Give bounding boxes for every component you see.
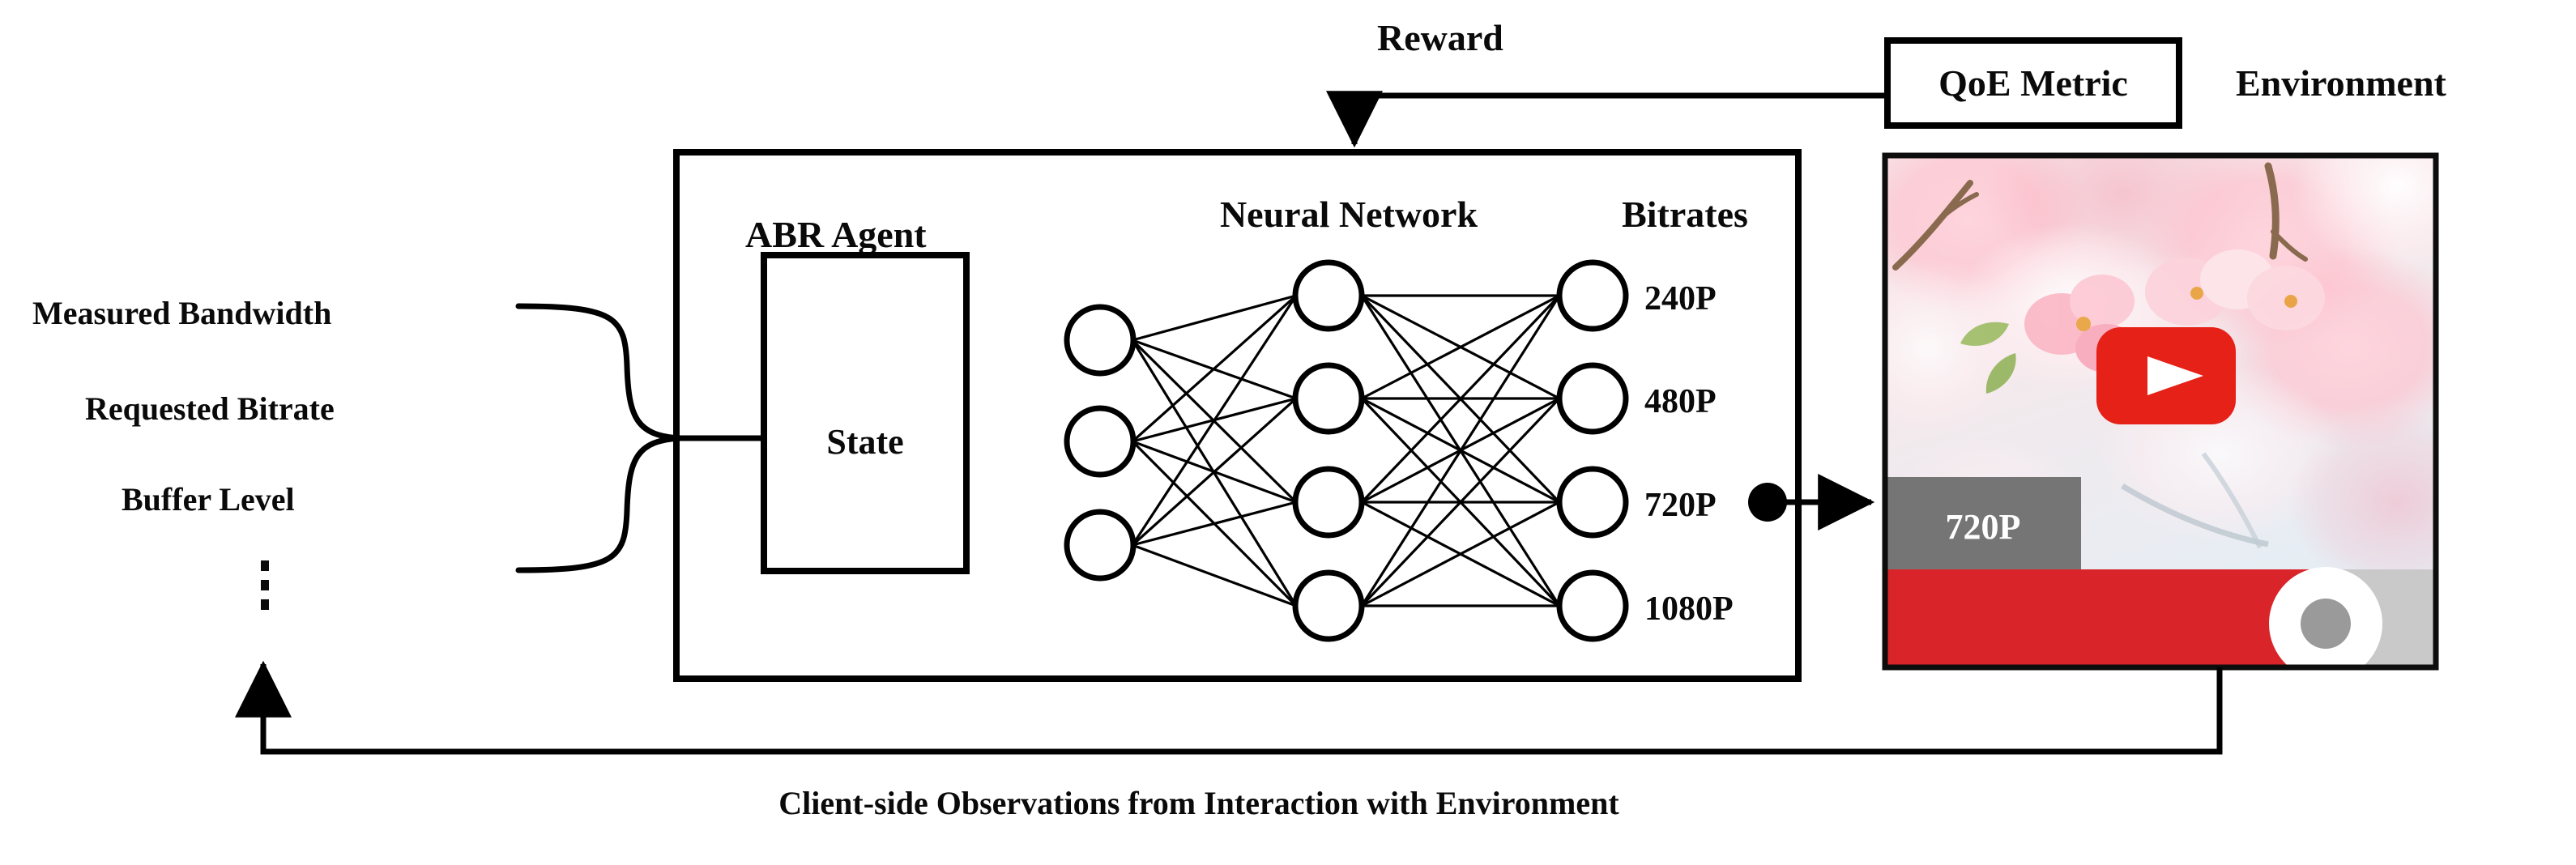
network-input-layer [1064, 304, 1137, 582]
video-player[interactable]: 720P [1831, 97, 2507, 680]
network-node-hidden-1 [1292, 259, 1365, 332]
bitrate-label-720p: 720P [1644, 487, 1717, 524]
network-node-input-1 [1064, 304, 1137, 377]
quality-badge-label: 720P [1946, 507, 2021, 547]
network-node-output-480p[interactable] [1556, 362, 1629, 435]
network-node-hidden-3 [1292, 466, 1365, 539]
network-node-output-240p[interactable] [1556, 259, 1629, 332]
bitrate-label-240p: 240P [1644, 280, 1717, 317]
network-node-output-1080p[interactable] [1556, 569, 1629, 642]
reward-label: Reward [1377, 17, 1503, 58]
progress-knob-center [2301, 599, 2351, 649]
network-edges-input-hidden [1131, 294, 1298, 607]
progress-bar[interactable] [1885, 567, 2436, 680]
qoe-metric-label: QoE Metric [1938, 62, 2128, 104]
vertical-ellipsis-icon [261, 560, 269, 610]
network-node-hidden-2 [1292, 362, 1365, 435]
selected-bitrate-indicator [1748, 474, 1875, 531]
environment-label: Environment [2236, 62, 2447, 104]
abr-agent-box: ABR Agent [673, 149, 1802, 682]
bitrate-label-480p: 480P [1644, 383, 1717, 420]
state-input-label-buffer-level: Buffer Level [122, 481, 295, 518]
play-button[interactable] [2096, 327, 2236, 424]
network-node-input-3 [1064, 509, 1137, 582]
network-output-layer [1556, 259, 1629, 642]
reward-feedback-arrow: Reward [1326, 17, 1887, 148]
network-edges-hidden-output [1360, 294, 1561, 607]
figure-caption: Client-side Observations from Interactio… [778, 785, 1619, 821]
player-frame [1882, 152, 2439, 671]
network-node-hidden-4 [1292, 569, 1365, 642]
state-input-list: Measured Bandwidth Requested Bitrate Buf… [32, 295, 335, 610]
bitrates-title: Bitrates [1622, 194, 1748, 235]
state-box-label: State [826, 422, 903, 462]
state-input-label-requested-bitrate: Requested Bitrate [85, 390, 335, 427]
network-node-input-2 [1064, 405, 1137, 478]
qoe-metric-box: QoE Metric [1884, 37, 2182, 129]
progress-fill [1885, 569, 2326, 667]
state-input-label-measured-bandwidth: Measured Bandwidth [32, 295, 331, 331]
bitrate-label-1080p: 1080P [1644, 590, 1734, 628]
neural-network-title: Neural Network [1220, 194, 1478, 235]
bitrate-label-list: 240P 480P 720P 1080P [1644, 280, 1734, 628]
quality-badge: 720P [1885, 477, 2081, 569]
network-hidden-layer [1292, 259, 1365, 642]
state-input-brace [515, 303, 761, 573]
state-box: State [761, 252, 970, 574]
observation-feedback-loop: Client-side Observations from Interactio… [235, 660, 2223, 821]
abr-agent-title: ABR Agent [745, 214, 927, 255]
network-node-output-720p[interactable] [1556, 466, 1629, 539]
